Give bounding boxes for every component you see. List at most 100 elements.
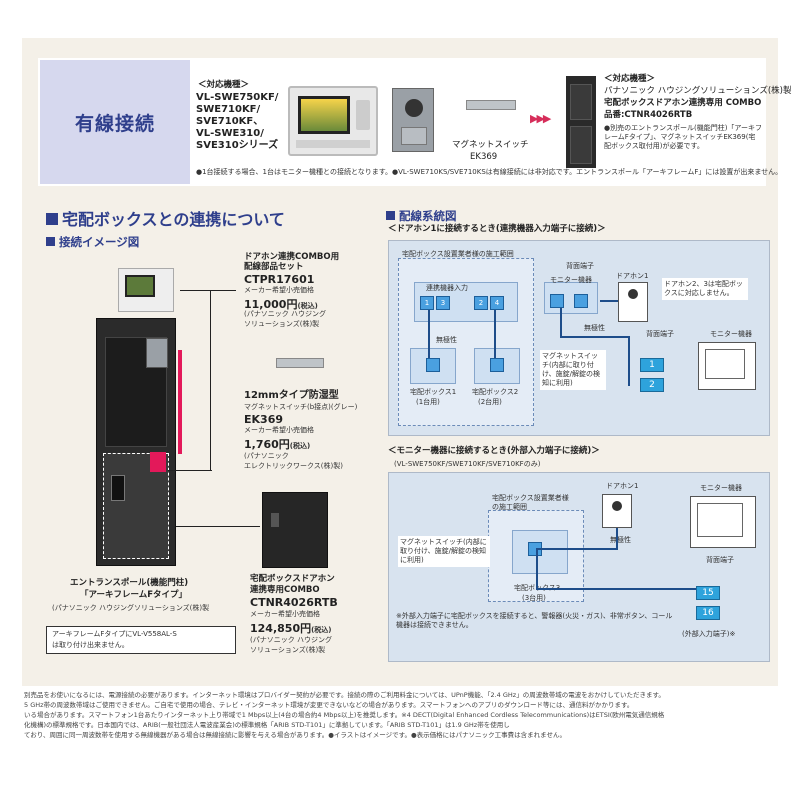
d2-monitor: モニター機器 [700, 484, 742, 492]
d2-doorphone-image [602, 494, 632, 528]
d1-switch-note: マグネットスイッチ(内部に取り付け、施錠/解錠の検知に利用) [540, 350, 606, 390]
d1-box1-cell [426, 358, 440, 372]
wire-line [536, 588, 696, 590]
pole-name: エントランスポール(機能門柱) [70, 578, 189, 588]
d2-doorphone-label: ドアホン1 [606, 482, 639, 490]
d2-ext: (外部入力端子)※ [682, 630, 736, 638]
box-line: 品番:CTNR4026RTB [604, 110, 693, 120]
section-title-left: 宅配ボックスとの連携について [46, 206, 285, 230]
pole-maker: (パナソニック ハウジングソリューションズ(株)製 [52, 604, 210, 612]
note-right: ●VL-SWE710KS/SVE710KSは有線接続には非対応です。エントランス… [392, 168, 783, 176]
doorphone-image [392, 88, 434, 152]
supported-models: VL-SWE750KF/ SWE710KF/ SVE710KF、 VL-SWE3… [196, 92, 278, 152]
p1-maker2: ソリューションズ(株)製 [244, 320, 320, 328]
leader-line [176, 526, 260, 527]
box-line: 宅配ボックスドアホン連携専用 COMBO [604, 98, 762, 108]
box-line: パナソニック ハウジングソリューションズ(株)製 [604, 86, 792, 96]
d1-input-label: 連携機器入力 [426, 284, 468, 292]
wire-line [560, 336, 630, 338]
d1-cell: 4 [490, 296, 504, 310]
d2-note: ※外部入力端子に宅配ボックスを接続すると、警報器(火災・ガス)、非常ボタン、コー… [396, 612, 673, 629]
supported-heading: ＜対応機種＞ [198, 80, 250, 90]
box-heading: ＜対応機種＞ [604, 74, 656, 84]
d1-monitor-cell [550, 294, 564, 308]
d1-cell: 2 [474, 296, 488, 310]
p3-name: 宅配ボックスドアホン [250, 574, 335, 584]
d2-box3b: (3台用) [522, 594, 546, 602]
p3-price: 124,850円(税込) [250, 620, 332, 636]
p3-name2: 連携専用COMBO [250, 585, 320, 595]
p1-price-value: 11,000円 [244, 298, 298, 311]
d2-monitor-device-image [690, 496, 756, 548]
d2-switch-note: マグネットスイッチ(内部に取り付け、施錠/解錠の検知に利用) [398, 536, 490, 567]
wire-line [616, 528, 618, 550]
footer-line: 化機構)の標準規格です。日本国内では、ARIB(一般社団法人電波産業会)の標準規… [24, 721, 510, 729]
model-line: VL-SWE750KF/ [196, 92, 279, 103]
switch-label: マグネットスイッチ [452, 140, 529, 150]
wire-line [494, 310, 496, 358]
d1-box1b: (1台用) [416, 398, 440, 406]
d1-box1: 宅配ボックス1 [410, 388, 457, 396]
d2-term: 15 [696, 586, 720, 600]
magnet-switch-image [466, 100, 516, 110]
d1-term: 1 [640, 358, 664, 372]
footer-notes: 別売品をお使いになるには、電源接続の必要があります。インターネット環境はプロバイ… [24, 690, 780, 740]
p2-name2: マグネットスイッチ(b接点)(グレー) [244, 403, 358, 411]
wiring-line-icon [150, 452, 166, 472]
wire-line [628, 336, 630, 386]
p2-maker2: エレクトリックワークス(株)製) [244, 462, 343, 470]
wiring-line-icon [178, 350, 182, 454]
pole-note1: アーキフレームFタイプにVL-V558AL-S [52, 630, 177, 638]
p2-tax: (税込) [289, 442, 311, 450]
d1-monitor-cell [574, 294, 588, 308]
d1-doorphone-label: ドアホン1 [616, 272, 649, 280]
leader-line [168, 470, 212, 471]
sub-title-left: 接続イメージ図 [46, 234, 139, 250]
note-left: ●1台接続する場合、1台はモニター機種との接続となります。 [196, 168, 393, 176]
d1-polarity2: 無極性 [584, 324, 605, 332]
d1-title: ＜ドアホン1に接続するとき(連携機器入力端子に接続)＞ [388, 224, 606, 234]
d1-back-label: 背面端子 [566, 262, 594, 270]
pole-note2: は取り付け出来ません。 [52, 641, 129, 649]
p2-model: EK369 [244, 413, 283, 426]
p2-price-value: 1,760円 [244, 438, 290, 451]
d1-area-label: 宅配ボックス設置業者様の施工範囲 [402, 250, 514, 258]
p3-model: CTNR4026RTB [250, 596, 338, 609]
monitor-device-image [288, 86, 378, 156]
pole-name2: 「アーキフレームFタイプ」 [80, 590, 188, 600]
d2-models: (VL-SWE750KF/SWE710KF/SVE710KFのみ) [394, 460, 541, 468]
p1-price: 11,000円(税込) [244, 296, 318, 312]
footer-line: 5 GHz帯の周波数帯域はご使用できません。ご自宅で使用の場合、テレビ・インター… [24, 701, 634, 709]
box-note: ●別売のエントランスポール(機能門柱)「アーキフレームFタイプ」、マグネットスイ… [604, 124, 763, 150]
section-title-text: 配線系統図 [399, 209, 457, 223]
p3-price-label: メーカー希望小売価格 [250, 610, 320, 618]
d2-title: ＜モニター機器に接続するとき(外部入力端子に接続)＞ [388, 446, 600, 456]
banner-title: 有線接続 [40, 60, 190, 184]
d1-monitor-label: モニター機器 [550, 276, 592, 284]
square-bullet-icon [46, 213, 58, 225]
d1-monitor-device-image [698, 342, 756, 390]
section-title-text: 宅配ボックスとの連携について [62, 210, 285, 229]
wire-line [428, 310, 430, 358]
leader-line [180, 290, 236, 291]
p1-name2: 配線部品セット [244, 262, 304, 272]
p1-name: ドアホン連携COMBO用 [244, 252, 340, 262]
model-line: SWE710KF/ [196, 104, 261, 115]
sub-title-text: 接続イメージ図 [59, 235, 140, 249]
arrows-icon: ▶▶▶ [530, 112, 551, 125]
d2-term: 16 [696, 606, 720, 620]
d1-polarity: 無極性 [436, 336, 457, 344]
d1-back2: 背面端子 [646, 330, 674, 338]
footer-line: ており、周囲に同一周波数帯を使用する無線機器がある場合は無線接続に影響を与える場… [24, 731, 566, 739]
p3-tax: (税込) [311, 626, 332, 634]
footer-line: 別売品をお使いになるには、電源接続の必要があります。インターネット環境はプロバイ… [24, 691, 665, 699]
square-bullet-icon [46, 237, 55, 246]
d1-term: 2 [640, 378, 664, 392]
model-line: SVE310シリーズ [196, 140, 279, 151]
wire-line [536, 548, 616, 550]
delivery-box-image [566, 76, 596, 168]
pole-doorphone-image [146, 338, 168, 368]
p3-maker: (パナソニック ハウジング [250, 636, 332, 644]
d2-polarity: 無極性 [610, 536, 631, 544]
d2-back: 背面端子 [706, 556, 734, 564]
